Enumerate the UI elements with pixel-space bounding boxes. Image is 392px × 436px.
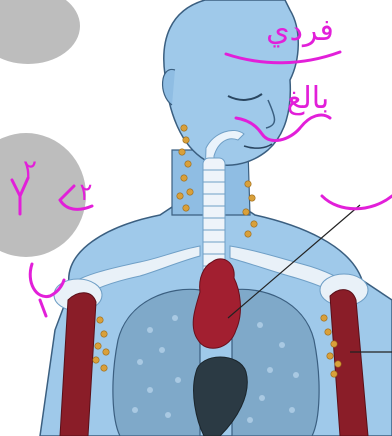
placeholder-circle-middle	[0, 133, 86, 257]
placeholder-circle-top	[0, 0, 80, 64]
note-1: فردي	[266, 13, 334, 48]
note-4: ٢	[80, 178, 93, 206]
note-3: ٢	[23, 155, 37, 185]
note-2: بالغ	[287, 81, 330, 116]
